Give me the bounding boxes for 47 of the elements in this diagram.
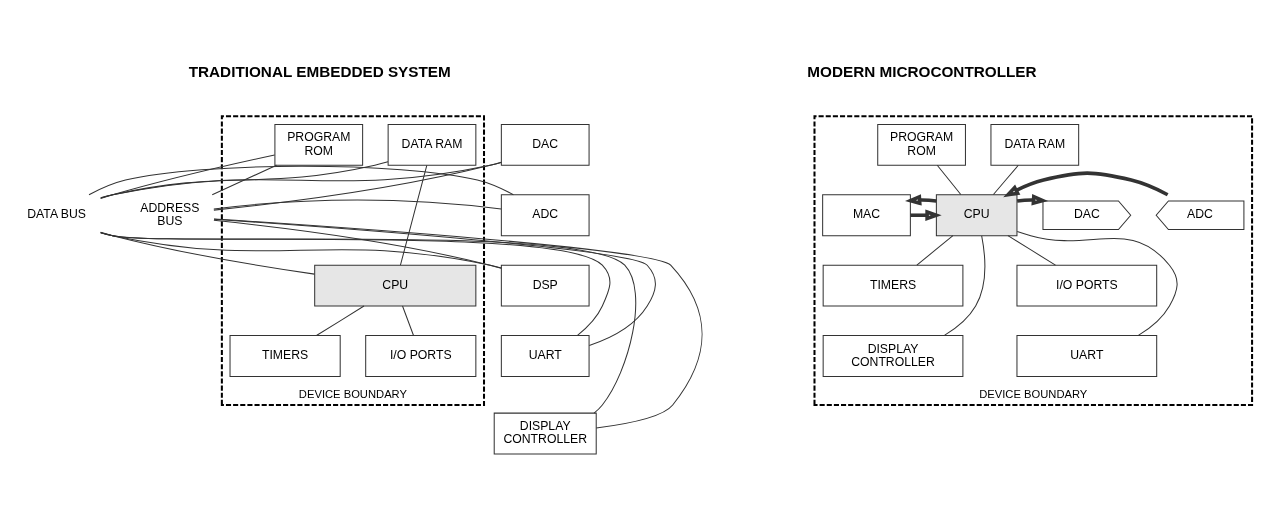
node-box: CPU: [935, 194, 1018, 237]
node-box: MAC: [822, 194, 911, 237]
connector: [88, 165, 514, 196]
node-box: TIMERS: [229, 335, 341, 377]
connector: [213, 199, 502, 210]
connector: [211, 164, 277, 196]
node-text: ADDRESS BUS: [140, 200, 200, 229]
connector: [100, 231, 315, 275]
node-box: I/O PORTS: [1016, 264, 1158, 307]
arrow: [910, 209, 942, 221]
node-box: PROGRAM ROM: [877, 123, 966, 166]
connector: [100, 154, 276, 200]
arrow: [1016, 194, 1049, 206]
node-box: CPU: [314, 264, 477, 307]
node-box: DSP: [500, 264, 590, 307]
connector: [315, 305, 365, 337]
connector: [402, 305, 414, 336]
connector: [100, 232, 611, 337]
node-box: TIMERS: [822, 264, 964, 307]
node-box: PROGRAM ROM: [274, 123, 364, 166]
label: MODERN MICROCONTROLLER: [807, 63, 1037, 81]
connector: [943, 235, 986, 337]
connector: [1016, 230, 1178, 336]
node-text: DATA BUS: [27, 207, 86, 222]
node-box: DATA RAM: [387, 123, 477, 166]
connector: [213, 219, 502, 269]
node-box: DAC: [500, 123, 590, 166]
node-box: UART: [500, 335, 590, 377]
connector: [213, 161, 502, 211]
arrow: [905, 194, 937, 206]
connector: [213, 218, 656, 346]
node-box: I/O PORTS: [365, 335, 477, 377]
connector: [916, 235, 954, 266]
connector: [936, 164, 962, 196]
arrow: [1003, 171, 1169, 198]
label: TRADITIONAL EMBEDDED SYSTEM: [188, 63, 451, 81]
connector: [1007, 235, 1056, 266]
node-box: DISPLAY CONTROLLER: [822, 335, 964, 377]
node-box: DISPLAY CONTROLLER: [493, 412, 597, 455]
connector: [100, 232, 637, 414]
connector: [100, 161, 502, 199]
node-box: ADC: [500, 194, 590, 237]
node-box: UART: [1016, 335, 1158, 377]
connector: [213, 218, 703, 429]
connector: [992, 164, 1019, 196]
connector: [399, 164, 428, 266]
node-box: DATA RAM: [990, 123, 1080, 166]
